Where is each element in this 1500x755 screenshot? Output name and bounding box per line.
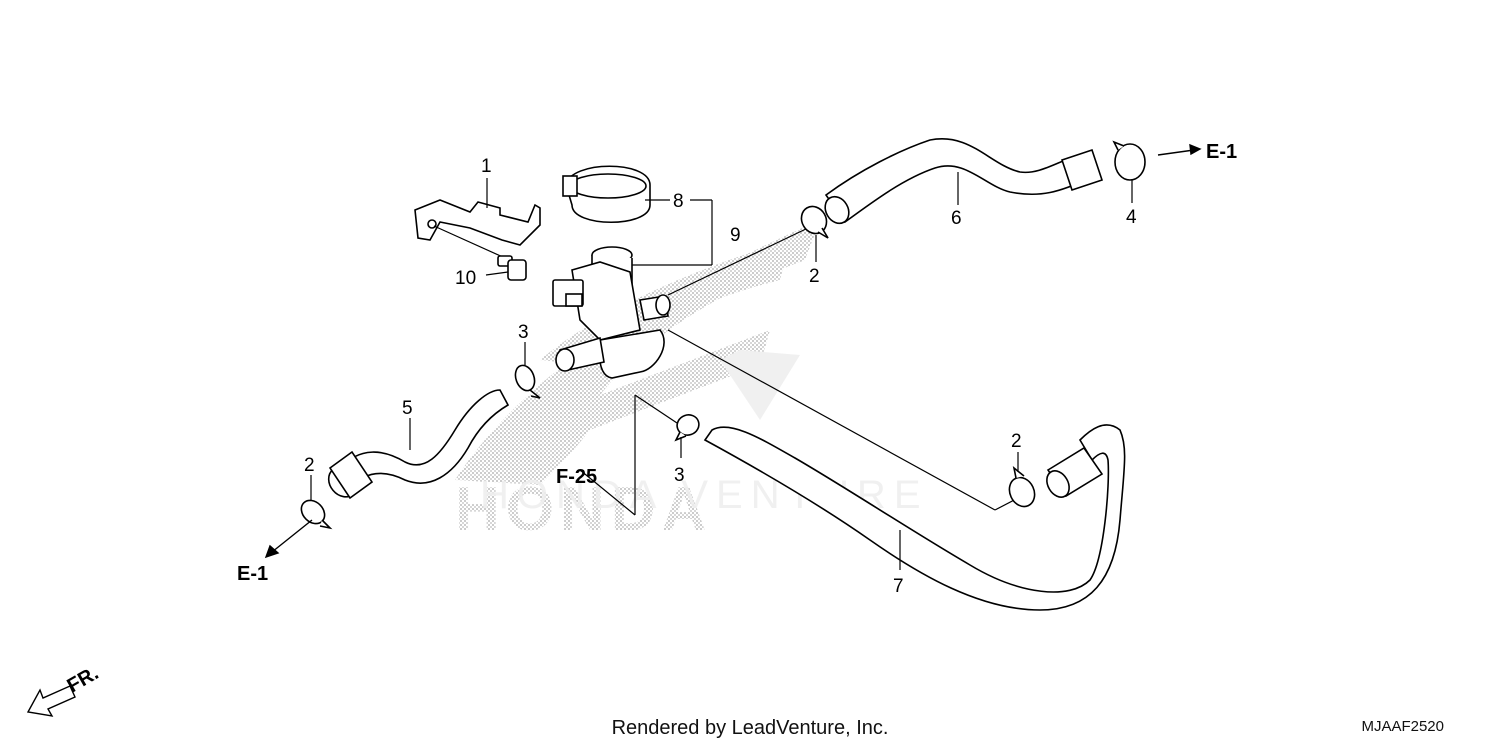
ref-e1-left: E-1 [237,563,268,585]
part-4-cap [1112,140,1146,181]
callout-4: 4 [1126,207,1137,228]
arrow-e1-right [1157,143,1202,156]
part-2-clamp-right [1008,466,1036,508]
callout-3-left: 3 [518,322,529,343]
callout-7: 7 [893,576,904,597]
callout-2-upper: 2 [809,266,820,287]
part-8-mount [562,165,651,224]
part-3-clamp-right [674,414,700,442]
callout-3-right: 3 [674,465,685,486]
leader-lines [579,227,1019,516]
ref-f25: F-25 [556,466,597,488]
front-arrow-icon [26,685,76,717]
arrow-e1-left [264,519,313,559]
callout-2-left: 2 [304,455,315,476]
ref-e1-right: E-1 [1206,141,1237,163]
callout-6: 6 [951,208,962,229]
watermark-brand: HONDA [455,475,712,544]
part-9-valve [552,246,671,379]
diagram-code: MJAAF2520 [1361,718,1444,735]
part-6-hose [824,137,1104,225]
part-3-clamp-left [514,364,541,399]
part-2-clamp-left [300,499,333,530]
part-1-bracket [414,199,541,246]
callout-1: 1 [481,156,492,177]
callout-8: 8 [673,191,684,212]
part-10-bolt [497,255,527,281]
part-2-clamp-upper [800,205,829,239]
rendered-by-credit: Rendered by LeadVenture, Inc. [611,717,889,739]
part-5-hose [327,389,510,500]
callout-9: 9 [730,225,741,246]
part-7-hose [703,424,1126,611]
callout-2-right: 2 [1011,431,1022,452]
callout-5: 5 [402,398,413,419]
callout-10: 10 [455,268,476,289]
